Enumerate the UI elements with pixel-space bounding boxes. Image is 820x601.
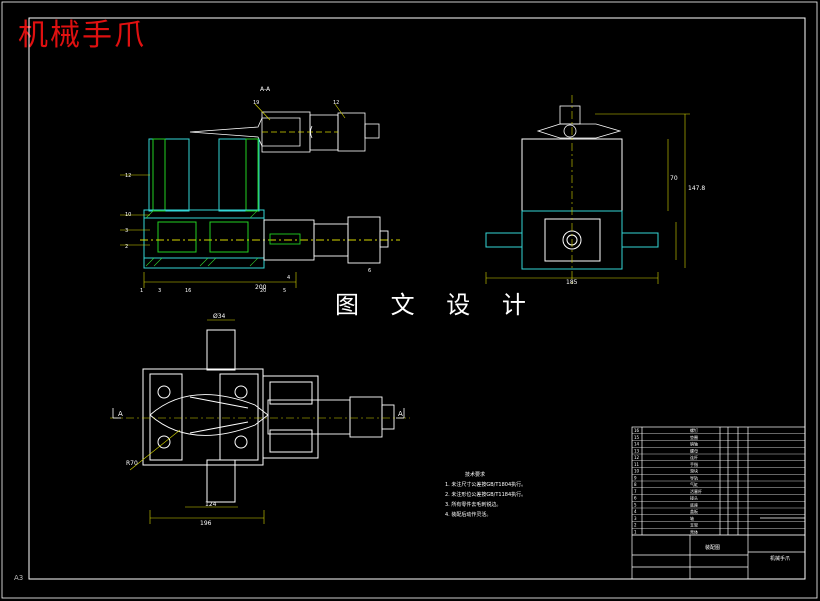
plan-dimensions (129, 319, 265, 524)
parts-table-row-name: 连杆 (690, 454, 698, 460)
plan-top-shaft (206, 329, 236, 371)
parts-table-row-number: 3 (634, 516, 637, 521)
section-marker-right-label: A (398, 410, 403, 418)
parts-table-row-name: 气缸 (690, 481, 698, 487)
title-block-material-label: 装配图 (705, 545, 721, 551)
section-markers (112, 408, 405, 419)
hatch-base (145, 209, 259, 267)
dim-width-right: 185 (566, 279, 578, 286)
watermark-text: 图 文 设 计 (335, 291, 538, 319)
parts-table-row-name: 接头 (690, 495, 698, 501)
part-callout-number: 6 (368, 268, 372, 274)
technical-requirements: 技术要求 1. 未注尺寸公差按GB/T1804执行。 2. 未注形位公差按GB/… (445, 470, 526, 520)
section-marker-left-label: A (118, 410, 123, 418)
dim-plan-width: 196 (200, 520, 212, 527)
dim-length-main: 200 (255, 284, 267, 291)
tech-req-heading: 技术要求 (465, 472, 486, 478)
part-callout-number: 12 (333, 100, 340, 106)
parts-table-row-number: 13 (634, 448, 640, 453)
parts-table-row-name: 导轨 (690, 474, 698, 480)
side-dimensions (485, 113, 690, 284)
plan-body (142, 368, 319, 466)
right-post (218, 138, 260, 212)
drawing-title: 机械手爪 (18, 18, 146, 53)
parts-table-row-number: 11 (634, 462, 640, 467)
parts-table-row-name: 销轴 (690, 441, 698, 447)
leader-upper-a (254, 103, 271, 121)
side-top-jaw (536, 105, 622, 139)
parts-table-row-name: 垫圈 (690, 434, 698, 440)
parts-table-row-number: 14 (634, 442, 640, 447)
parts-table-row-number: 8 (634, 482, 637, 487)
parts-table-row-number: 1 (634, 529, 637, 534)
part-callout-number: 4 (287, 275, 291, 281)
upper-finger-assembly (189, 111, 380, 153)
parts-table-row-name: 轴 (690, 515, 694, 521)
plan-cylinder (267, 396, 395, 438)
left-post (148, 138, 190, 212)
plan-fingers (149, 394, 269, 436)
tech-req-item: 2. 未注形位公差按GB/T1184执行。 (445, 492, 527, 498)
dim-height-upper: 70 (670, 175, 678, 182)
tech-req-item: 4. 装配后动作灵活。 (445, 512, 492, 518)
dim-plan-top: Ø34 (213, 313, 226, 320)
tech-req-item: 1. 未注尺寸公差按GB/T1804执行。 (445, 482, 527, 488)
parts-table-row-name: 螺母 (690, 447, 698, 453)
part-callout-number: 10 (125, 212, 132, 218)
parts-table-row-name: 壳体 (690, 528, 698, 534)
parts-table-row-number: 2 (634, 523, 637, 528)
parts-table-row-number: 6 (634, 496, 637, 501)
parts-table-row-name: 底座 (690, 501, 698, 507)
parts-table-row-name: 盖板 (690, 508, 698, 514)
dim-plan-body: 124 (205, 501, 217, 508)
parts-table-row-name: 螺钉 (690, 427, 698, 433)
section-label-top: A-A (260, 86, 271, 93)
front-section-view (120, 103, 400, 288)
front-dimensions (120, 174, 297, 288)
part-callout-number: 20 (260, 288, 267, 294)
parts-table-row-number: 15 (634, 435, 640, 440)
parts-table-row-number: 10 (634, 469, 640, 474)
parts-table-row-number: 9 (634, 475, 637, 480)
part-callout-number: 3 (125, 228, 129, 234)
part-callout-number: 12 (125, 173, 132, 179)
sheet-size-mark: A3 (14, 574, 24, 582)
tech-req-item: 3. 所有零件去毛刺锐边。 (445, 502, 502, 508)
inner-frame (28, 17, 806, 580)
cylinder (263, 216, 389, 264)
parts-table-row-name: 活塞杆 (690, 488, 702, 494)
dim-height-total: 147.8 (688, 185, 706, 192)
part-callout-number: 16 (185, 288, 192, 294)
leader-upper-b (334, 103, 346, 119)
parts-table-row-number: 5 (634, 502, 637, 507)
parts-table-row-number: 4 (634, 509, 637, 514)
part-callout-number: 2 (125, 244, 129, 250)
parts-table-row-number: 16 (634, 428, 640, 433)
dim-radius: R70 (126, 460, 138, 467)
parts-table-row-name: 手指 (690, 461, 698, 467)
parts-table-row-name: 滑块 (690, 468, 698, 474)
plan-view (110, 319, 410, 524)
side-view (485, 95, 690, 285)
parts-table-row-number: 12 (634, 455, 640, 460)
plan-bottom-shaft (206, 459, 236, 503)
part-callout-number: 3 (158, 288, 162, 294)
title-block-drawing-name: 机械手爪 (770, 556, 791, 562)
part-callout-number: 1 (140, 288, 144, 294)
parts-table-row-name: 支架 (690, 522, 698, 528)
part-callout-number: 5 (283, 288, 287, 294)
parts-table-row-number: 7 (634, 489, 637, 494)
part-callout-number: 19 (253, 100, 260, 106)
